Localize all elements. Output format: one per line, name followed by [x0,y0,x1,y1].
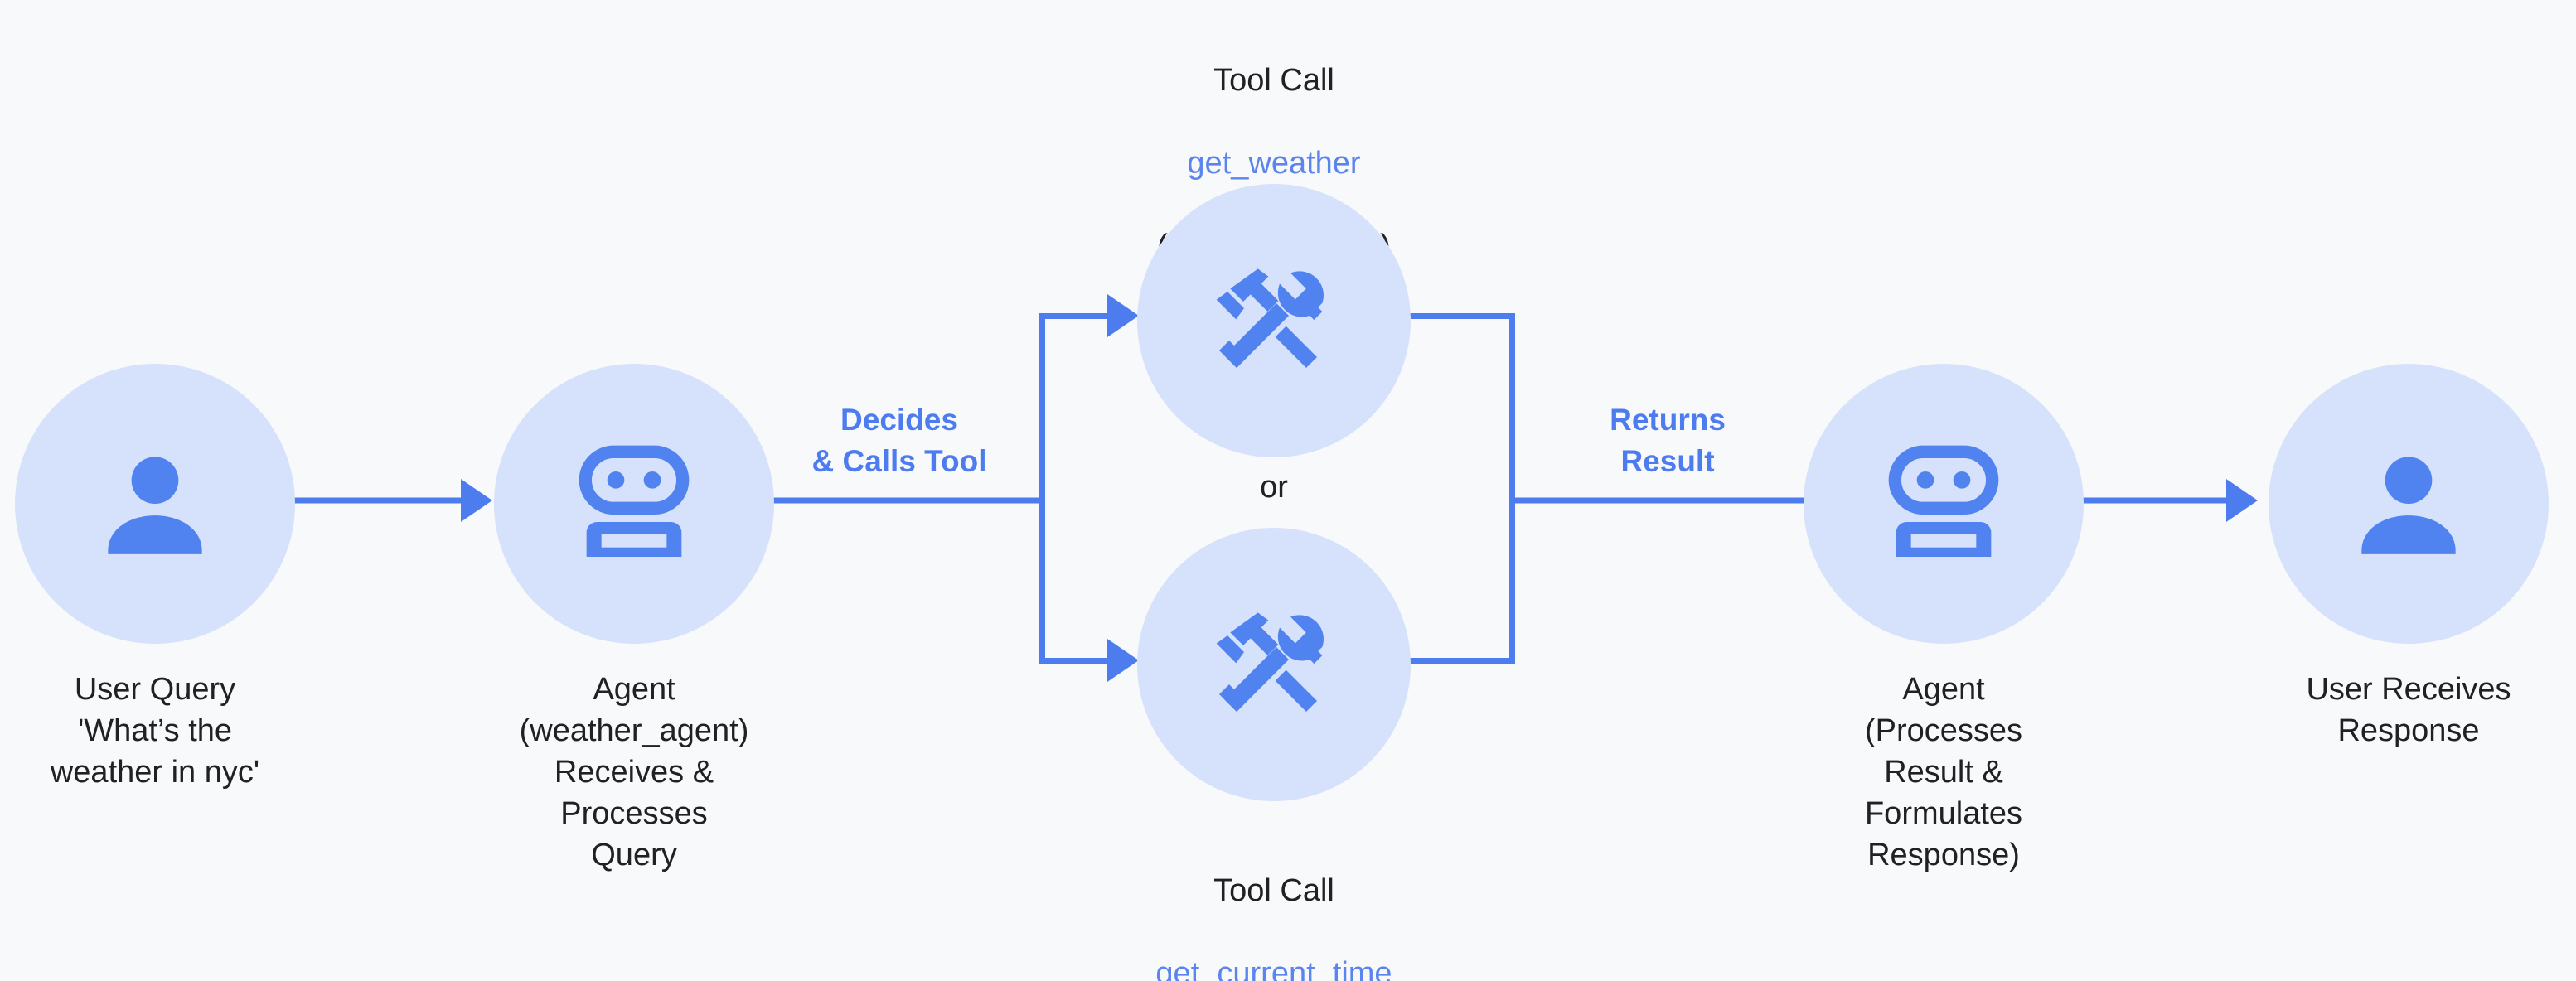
edge-label-returns: Returns Result [1610,403,1726,478]
node-tool-weather[interactable] [1137,184,1411,457]
user-response-circle [2269,364,2549,644]
tool-weather-name: get_weather [1187,146,1361,181]
agent-formulates-circle [1804,364,2084,644]
person-icon [2361,457,2456,554]
agent-receives-circle [494,364,774,644]
tool-weather-circle [1137,184,1411,457]
node-agent-receives[interactable]: Agent (weather_agent) Receives & Process… [493,364,775,876]
tool-time-circle [1137,528,1411,801]
user-query-circle [15,364,295,644]
user-query-label: User Query 'What’s the weather in nyc' [50,672,260,790]
node-agent-formulates[interactable]: Agent (Processes Result & Formulates Res… [1803,364,2085,876]
tool-time-caption: Tool Call get_current_time [1108,829,1440,981]
node-user-query[interactable]: User Query 'What’s the weather in nyc' [14,364,296,793]
tool-weather-caption-line1: Tool Call [1213,63,1334,98]
branch-separator-label: or [1260,470,1288,505]
robot-icon [579,445,690,557]
tool-time-caption-line1: Tool Call [1213,873,1334,908]
arrow-user-to-agent [293,479,492,522]
person-icon [108,457,202,554]
tools-icon [1216,612,1324,712]
branch-split-bracket [1039,294,1139,682]
node-tool-time[interactable] [1137,528,1411,801]
edge-label-decides: Decides & Calls Tool [811,403,987,478]
robot-icon [1888,445,1999,557]
node-user-response[interactable]: User Receives Response [2268,364,2549,751]
tool-time-name: get_current_time [1155,956,1392,981]
agent-formulates-label: Agent (Processes Result & Formulates Res… [1864,672,2023,872]
arrow-agent-to-user [2080,479,2258,522]
user-response-label: User Receives Response [2306,672,2511,748]
agent-receives-label: Agent (weather_agent) Receives & Process… [519,672,749,872]
tools-icon [1216,268,1324,368]
